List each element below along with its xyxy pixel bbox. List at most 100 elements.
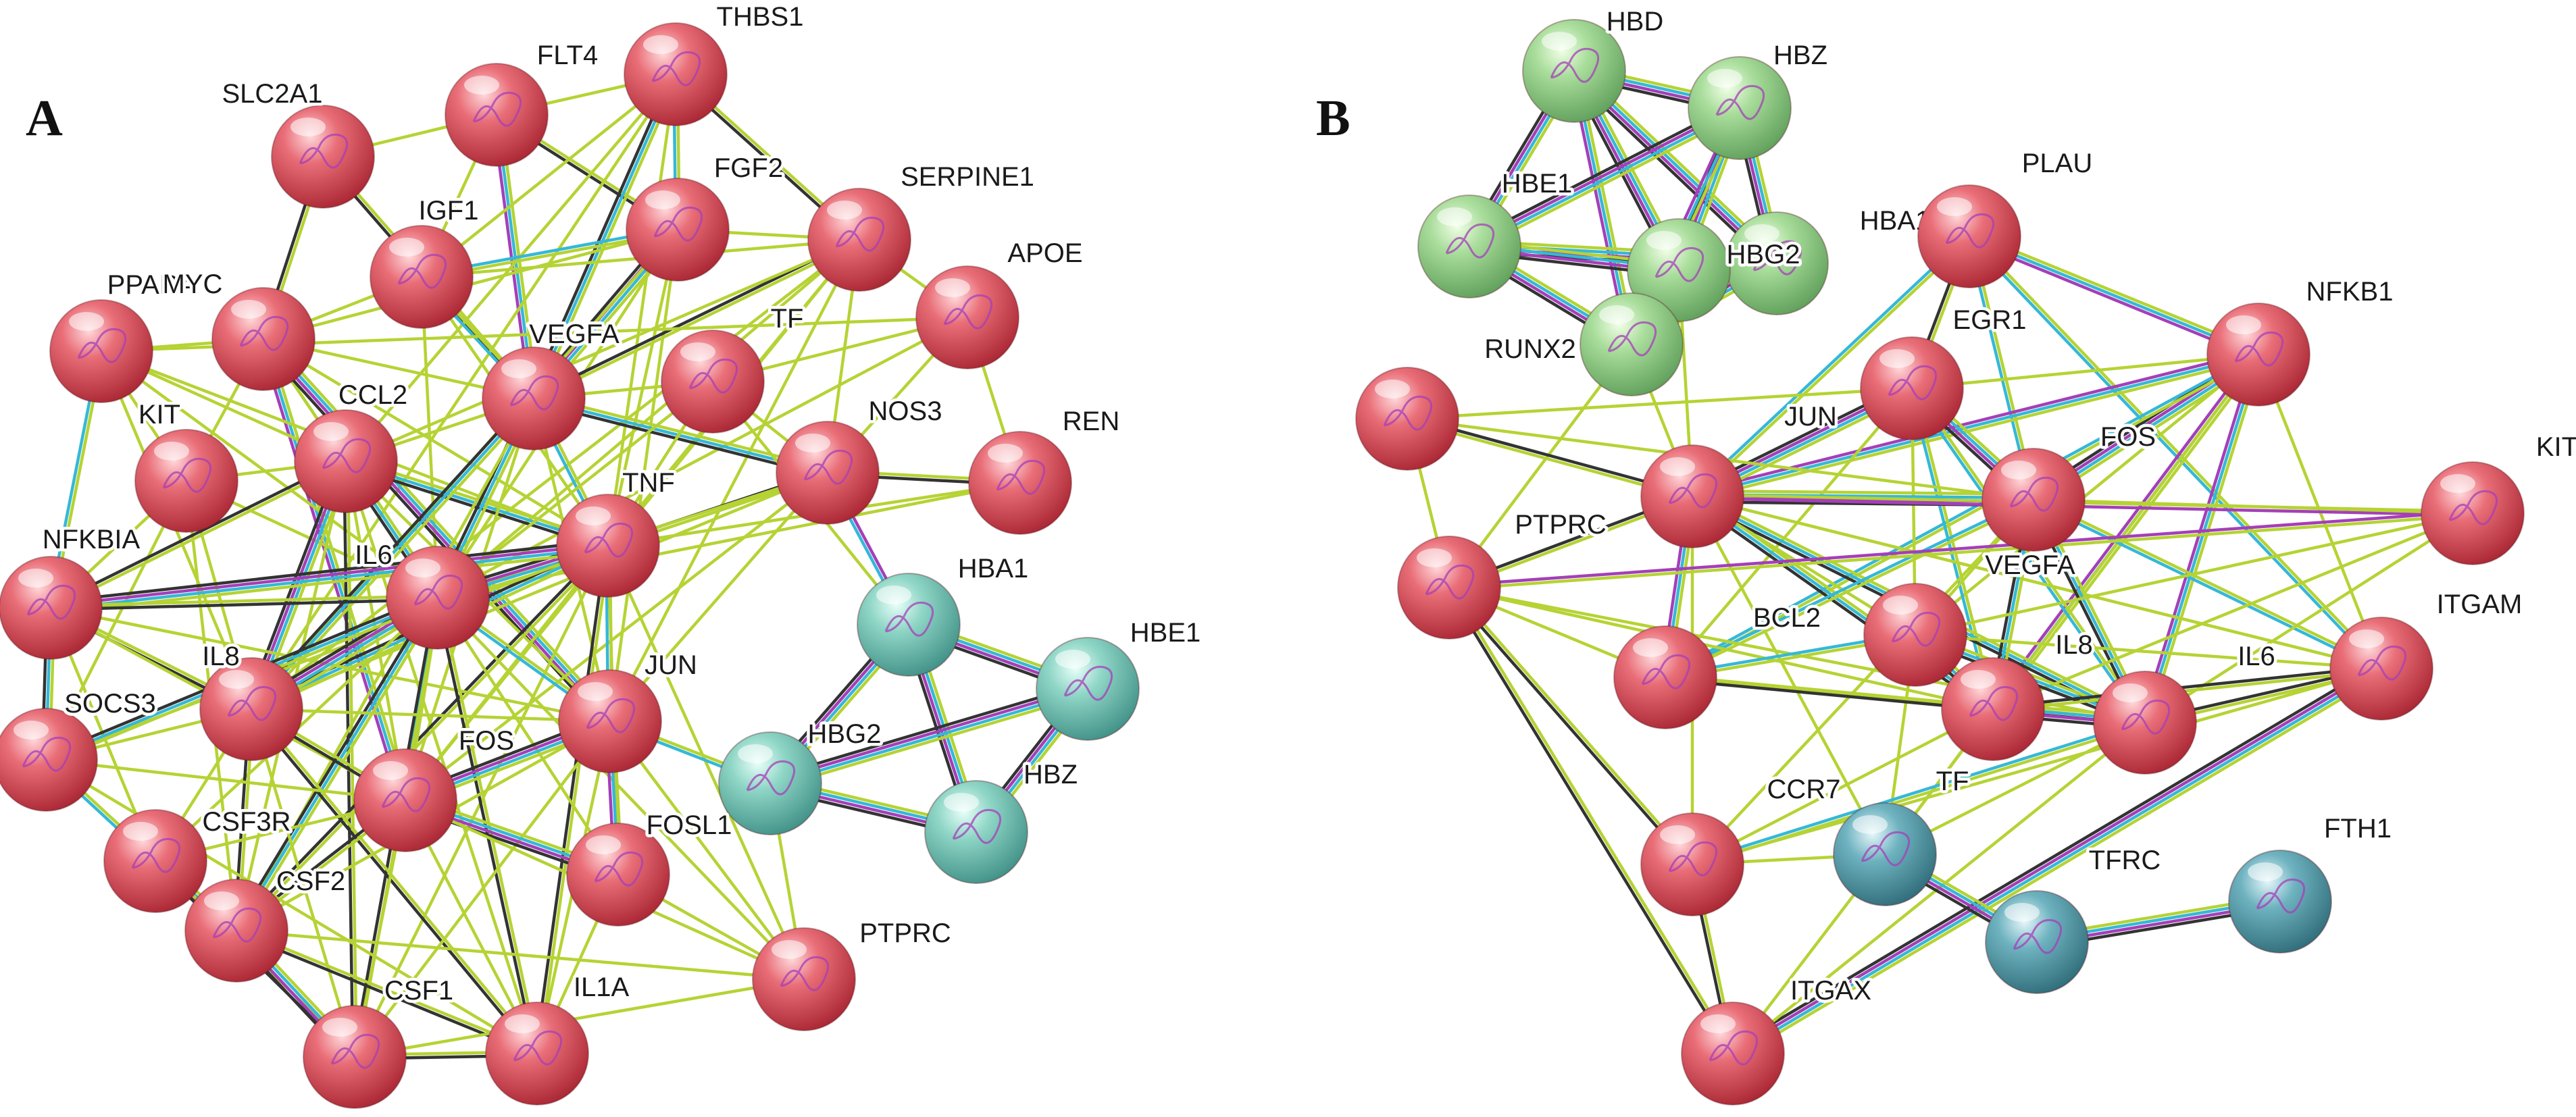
node-flt4[interactable]: FLT4: [445, 38, 601, 167]
node-jun[interactable]: JUN: [558, 648, 700, 773]
node-jun[interactable]: JUN: [1640, 399, 1840, 548]
edge-itgam-il8-textmining: [1992, 669, 2383, 712]
node-il8[interactable]: IL8: [199, 639, 303, 761]
node-itgam[interactable]: ITGAM: [2329, 587, 2525, 721]
node-highlight: [2349, 629, 2384, 648]
node-igf1[interactable]: IGF1: [370, 193, 482, 329]
node-csf2[interactable]: CSF2: [184, 864, 349, 983]
node-thbs1[interactable]: THBS1: [624, 0, 807, 126]
protein-structure-icon: [1063, 665, 1113, 701]
node-fos[interactable]: FOS: [353, 723, 517, 852]
node-il6[interactable]: IL6: [2093, 639, 2278, 775]
node-il6[interactable]: IL6: [352, 538, 490, 650]
node-fth1[interactable]: FTH1: [2228, 811, 2395, 954]
node-fgf2[interactable]: FGF2: [626, 151, 786, 282]
node-fosl1[interactable]: FOSL1: [566, 808, 735, 927]
node-serpine1[interactable]: SERPINE1: [807, 159, 1037, 292]
node-hbz[interactable]: HBZ: [1688, 38, 1831, 160]
node-myc[interactable]: MYC: [159, 267, 315, 391]
node-tfrc[interactable]: TFRC: [1985, 843, 2164, 994]
node-highlight: [1707, 69, 1742, 88]
node-vegfa[interactable]: VEGFA: [1863, 548, 2079, 687]
node-tf[interactable]: TF: [661, 301, 807, 434]
edge-fos-itgam-database: [2031, 500, 2383, 672]
node-vegfa[interactable]: VEGFA: [482, 317, 623, 450]
node-hba1[interactable]: HBA1: [857, 551, 1032, 677]
node-label: EGR1: [1953, 305, 2027, 335]
node-nfkbia[interactable]: NFKBIA: [0, 522, 143, 660]
protein-structure-icon: [2256, 878, 2306, 914]
node-slc2a1[interactable]: SLC2A1: [219, 76, 375, 209]
node-runx2[interactable]: RUNX2: [1482, 292, 1684, 396]
protein-structure-icon: [2009, 476, 2059, 512]
node-apoe[interactable]: APOE: [915, 236, 1086, 369]
node-ccl2[interactable]: CCL2: [294, 378, 411, 513]
node-tf[interactable]: TF: [1833, 764, 1972, 906]
edge-hbe1-hbg2-textmining: [770, 692, 1091, 791]
node-highlight: [154, 442, 189, 461]
node-kit[interactable]: KIT: [2421, 430, 2576, 565]
edge-ccl2-csf1-textmining: [346, 459, 358, 1059]
node-ptprc[interactable]: PTPRC: [752, 916, 954, 1031]
node-fos[interactable]: FOS: [1981, 419, 2159, 552]
edge-nfkb1-il6-experimental: [2140, 352, 2256, 723]
node-itgax[interactable]: ITGAX: [1681, 973, 1875, 1106]
edge-il6-fosl1-textmining: [436, 596, 620, 877]
node-label: FGF2: [714, 153, 783, 183]
node-label: HBA1: [958, 554, 1029, 583]
edge-serpine1-ccl2-textmining: [344, 238, 861, 463]
node-hbd[interactable]: HBD: [1522, 4, 1667, 123]
edge-tnf-ptprc-textmining: [606, 544, 806, 981]
node-label: IL8: [202, 642, 240, 671]
node-kit[interactable]: KIT: [134, 397, 238, 533]
node-socs3[interactable]: SOCS3: [0, 686, 159, 812]
edge-egr1-il6-textmining: [1912, 386, 2148, 723]
node-hbe1[interactable]: HBE1: [1036, 615, 1204, 741]
node-highlight: [645, 190, 680, 209]
node-nos3[interactable]: NOS3: [776, 394, 945, 525]
protein-structure-icon: [513, 1030, 563, 1066]
node-csf1[interactable]: CSF1: [303, 973, 457, 1109]
protein-structure-icon: [1383, 395, 1433, 431]
protein-structure-icon: [22, 736, 72, 772]
node-ren[interactable]: REN: [968, 404, 1123, 535]
edge-tnf-il1a-textmining: [537, 544, 611, 1056]
node-highlight: [578, 682, 613, 701]
protein-structure-icon: [1655, 246, 1704, 282]
edge-jun-itgam-textmining: [1690, 494, 2383, 671]
edge-kit-ptprc-experimental: [1447, 510, 2475, 588]
node-csf3r[interactable]: CSF3R: [103, 804, 294, 913]
node-hbz[interactable]: HBZ: [924, 757, 1081, 884]
protein-structure-icon: [381, 777, 431, 812]
node-ptprc[interactable]: PTPRC: [1397, 507, 1609, 640]
node-nfkb1[interactable]: NFKB1: [2206, 274, 2396, 407]
edge-ptprc-ccr7-coexpression: [1446, 587, 1693, 868]
node-highlight: [204, 891, 239, 910]
node-node_x[interactable]: [1355, 367, 1459, 471]
node-il8[interactable]: IL8: [1941, 627, 2096, 761]
node-highlight: [373, 761, 408, 780]
node-egr1[interactable]: EGR1: [1860, 303, 2029, 440]
node-hbe1[interactable]: HBE1: [1417, 166, 1575, 298]
node-bcl2[interactable]: BCL2: [1613, 600, 1824, 729]
edge-jun-ptprc-textmining: [608, 719, 806, 981]
node-hba1[interactable]: HBA1: [1725, 203, 1934, 315]
node-tnf[interactable]: TNF: [556, 465, 678, 598]
node-label: PTPRC: [859, 918, 951, 948]
node-label: BCL2: [1753, 603, 1821, 633]
edge-il8-il1a-coexpression: [248, 708, 538, 1057]
node-hbg2[interactable]: HBG2: [1627, 218, 1803, 322]
node-highlight: [1599, 305, 1634, 324]
node-ppara[interactable]: PPARA: [49, 267, 200, 403]
node-highlight: [501, 359, 536, 378]
node-ccr7[interactable]: CCR7: [1640, 772, 1844, 916]
edge-apoe-il6-textmining: [436, 315, 969, 600]
edge-nfkb1-jun-database: [1690, 353, 2261, 498]
protein-structure-icon: [653, 206, 703, 242]
node-highlight: [14, 721, 49, 739]
node-il1a[interactable]: IL1A: [485, 970, 632, 1106]
node-plau[interactable]: PLAU: [1917, 146, 2096, 288]
node-hbg2[interactable]: HBG2: [718, 717, 884, 835]
edge-nfkb1-vegfa-textmining: [1913, 353, 2261, 637]
